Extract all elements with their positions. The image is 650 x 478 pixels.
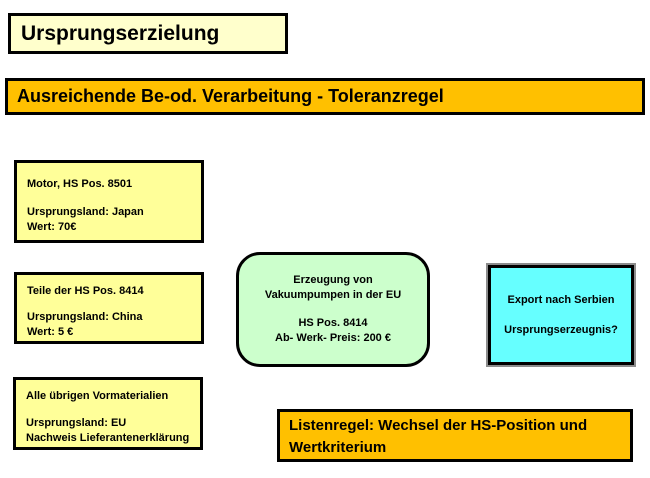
slide-title-box: Ursprungserzielung [8,13,288,54]
export-box: Export nach Serbien Ursprungserzeugnis? [486,263,636,367]
process-box: Erzeugung von Vakuumpumpen in der EU HS … [236,252,430,367]
export-line: Export nach Serbien [507,293,615,306]
process-line: Vakuumpumpen in der EU [264,289,402,301]
subtitle-banner: Ausreichende Be-od. Verarbeitung - Toler… [5,78,645,115]
rule-line: Listenregel: Wechsel der HS-Position und [289,417,588,434]
process-line: Erzeugung von [293,274,373,286]
material-box-vormaterialien: Alle übrigen Vormaterialien Ursprungslan… [13,377,203,450]
slide-title: Ursprungserzielung [21,21,220,45]
material-origin: Ursprungsland: EU [26,417,127,429]
subtitle-text: Ausreichende Be-od. Verarbeitung - Toler… [17,86,444,106]
material-origin: Ursprungsland: China [27,311,143,323]
material-box-motor: Motor, HS Pos. 8501 Ursprungsland: Japan… [14,160,204,243]
rule-line: Wertkriterium [289,439,387,456]
export-line: Ursprungserzeugnis? [504,323,618,336]
material-name: Alle übrigen Vormaterialien [26,390,169,402]
material-name: Motor, HS Pos. 8501 [27,178,133,190]
material-box-teile: Teile der HS Pos. 8414 Ursprungsland: Ch… [14,272,204,344]
rule-box: Listenregel: Wechsel der HS-Position und… [277,409,633,462]
material-value: Wert: 70€ [27,221,77,233]
material-origin: Ursprungsland: Japan [27,206,144,218]
process-line: Ab- Werk- Preis: 200 € [275,332,391,344]
material-value: Wert: 5 € [27,326,74,338]
material-value: Nachweis Lieferantenerklärung [26,432,190,444]
process-line: HS Pos. 8414 [298,317,368,329]
material-name: Teile der HS Pos. 8414 [27,285,144,297]
